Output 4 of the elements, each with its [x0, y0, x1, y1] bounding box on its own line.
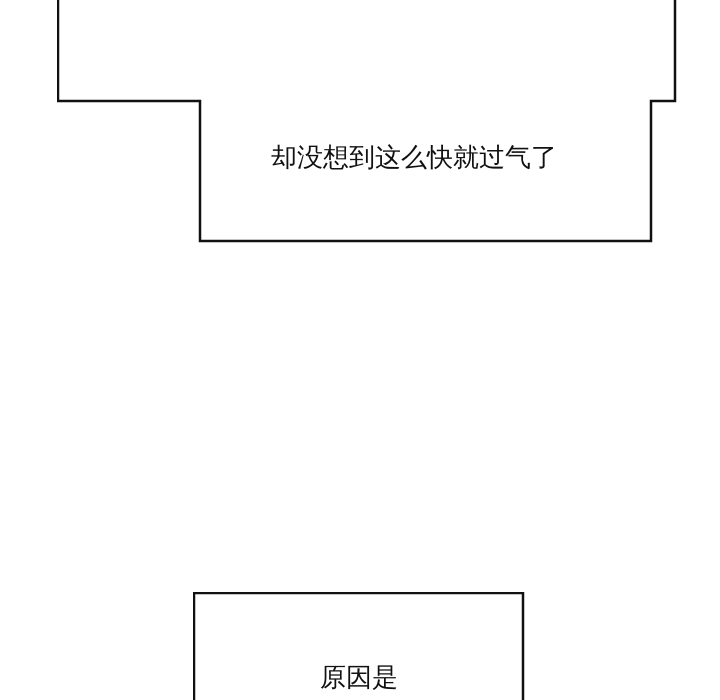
comic-panel [57, 0, 677, 243]
caption-text: 却没想到这么快就过气了 [271, 144, 557, 173]
comic-panel [193, 592, 525, 700]
caption-text: 原因是 [319, 664, 399, 693]
